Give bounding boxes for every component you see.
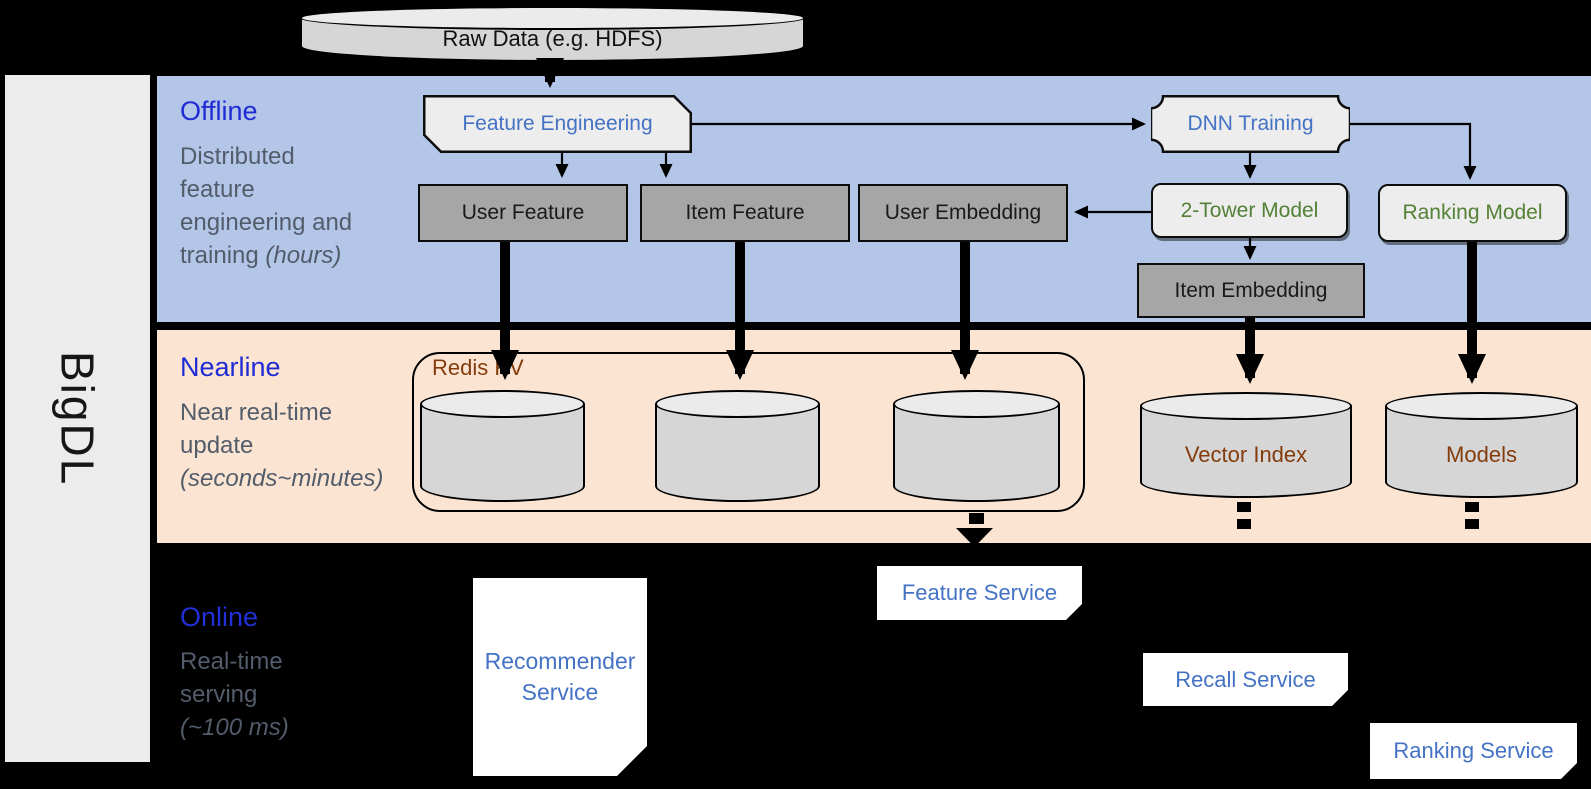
- vector-index-label: Vector Index: [1184, 442, 1308, 467]
- recommender-service-node: Recommender Service: [473, 578, 647, 776]
- online-desc-line3: (~100 ms): [180, 714, 289, 741]
- offline-title: Offline: [180, 96, 258, 126]
- feature-service-node: Feature Service: [877, 566, 1082, 620]
- user-embedding-node: User Embedding: [858, 184, 1068, 242]
- feature-engineering-label: Feature Engineering: [462, 112, 653, 135]
- nearline-band: [157, 330, 1591, 543]
- nearline-title: Nearline: [180, 352, 281, 382]
- recall-service-label: Recall Service: [1175, 666, 1316, 692]
- dnn-training-label: DNN Training: [1187, 112, 1314, 135]
- recommender-service-label-line1: Recommender: [484, 648, 636, 674]
- vector-index-store: Vector Index: [1140, 392, 1352, 498]
- nearline-desc-line1: Near real-time: [180, 399, 333, 426]
- redis-cylinder-3: [893, 390, 1060, 502]
- nearline-desc-line2: update: [180, 432, 254, 459]
- feature-engineering-node: Feature Engineering: [423, 95, 692, 153]
- offline-desc-line4: training (hours): [180, 242, 342, 269]
- online-description: Real-time serving (~100 ms): [180, 645, 289, 744]
- user-feature-label: User Feature: [461, 201, 585, 224]
- page-fold-icon: [617, 746, 647, 776]
- models-store: Models: [1385, 392, 1578, 498]
- user-feature-node: User Feature: [418, 184, 628, 242]
- bigdl-brand-label: BigDL: [51, 350, 104, 487]
- two-tower-model-label: 2-Tower Model: [1180, 198, 1319, 222]
- ranking-service-label: Ranking Service: [1393, 738, 1554, 763]
- offline-desc-line3: engineering and: [180, 209, 353, 236]
- redis-cylinder-1: [420, 390, 585, 502]
- two-tower-model-node: 2-Tower Model: [1151, 183, 1348, 238]
- offline-description: Distributed feature engineering and trai…: [180, 140, 352, 272]
- item-embedding-label: Item Embedding: [1174, 278, 1328, 302]
- item-feature-label: Item Feature: [685, 201, 805, 224]
- recommender-service-label-line2: Service: [521, 679, 599, 705]
- feature-engineering-shape: [423, 95, 692, 153]
- online-desc-line1: Real-time: [180, 648, 283, 675]
- offline-desc-line2: feature: [180, 176, 255, 203]
- feature-service-label: Feature Service: [901, 580, 1058, 605]
- dnn-training-node: DNN Training: [1151, 95, 1350, 153]
- item-embedding-node: Item Embedding: [1137, 263, 1365, 318]
- models-label: Models: [1446, 442, 1517, 467]
- redis-cylinder-2: [655, 390, 820, 502]
- bigdl-sidebar: BigDL: [5, 75, 150, 762]
- ranking-model-label: Ranking Model: [1402, 201, 1543, 224]
- offline-desc-line1: Distributed: [180, 143, 295, 170]
- offline-nearline-divider: [157, 322, 1591, 330]
- recall-service-node: Recall Service: [1143, 653, 1348, 706]
- item-feature-node: Item Feature: [640, 184, 850, 242]
- page-fold-icon: [1066, 604, 1082, 620]
- nearline-description: Near real-time update (seconds~minutes): [180, 396, 383, 495]
- dnn-training-shape: [1151, 95, 1350, 153]
- nearline-desc-line3: (seconds~minutes): [180, 465, 384, 492]
- page-fold-icon: [1332, 690, 1348, 706]
- online-title: Online: [180, 602, 259, 632]
- ranking-service-node: Ranking Service: [1370, 723, 1577, 779]
- redis-kv-label: Redis KV: [432, 355, 524, 380]
- ranking-model-node: Ranking Model: [1378, 184, 1567, 242]
- raw-data-cylinder-top: [300, 6, 805, 30]
- raw-data-store: Raw Data (e.g. HDFS): [300, 6, 805, 62]
- page-fold-icon: [1561, 763, 1577, 779]
- online-desc-line2: serving: [180, 681, 258, 708]
- user-embedding-label: User Embedding: [884, 201, 1042, 224]
